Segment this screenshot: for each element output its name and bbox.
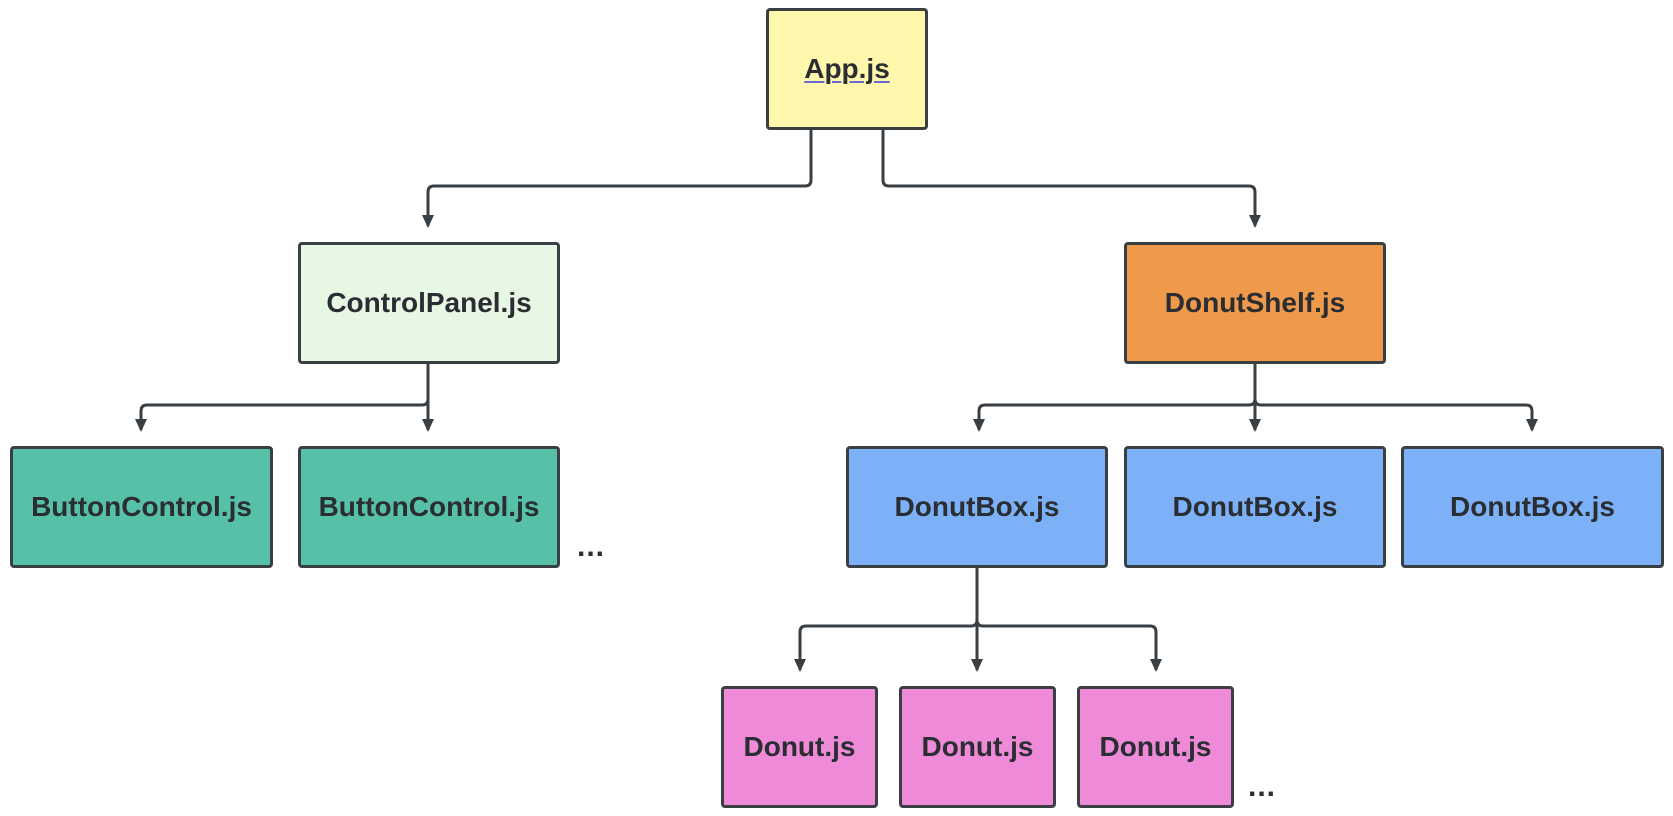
connector-donut-shelf-to-box-3 <box>1253 364 1538 432</box>
donut-node-label: Donut.js <box>921 731 1034 762</box>
donut-node: Donut.js <box>1077 686 1234 808</box>
donut-node-label: Donut.js <box>1099 731 1212 762</box>
connector-donut-shelf-to-box-1 <box>973 364 1257 432</box>
donut-box-node: DonutBox.js <box>1124 446 1386 568</box>
donut-box-node-label: DonutBox.js <box>894 491 1060 522</box>
app-node-label: App.js <box>804 53 890 84</box>
more-donuts-ellipsis: ... <box>1248 770 1277 803</box>
app-node: App.js <box>766 8 928 130</box>
connector-donut-box-to-donut-3 <box>975 568 1162 672</box>
button-control-node-label: ButtonControl.js <box>31 491 252 522</box>
donut-node: Donut.js <box>721 686 878 808</box>
connector-donut-box-to-donut-1 <box>794 568 979 672</box>
donut-box-node-label: DonutBox.js <box>1450 491 1615 522</box>
control-panel-node-label: ControlPanel.js <box>326 287 532 318</box>
connector-control-panel-to-button-1 <box>135 364 430 432</box>
donut-box-node: DonutBox.js <box>1401 446 1664 568</box>
button-control-node-label: ButtonControl.js <box>318 491 540 522</box>
donut-shelf-node: DonutShelf.js <box>1124 242 1386 364</box>
donut-box-node-label: DonutBox.js <box>1172 491 1338 522</box>
donut-box-node: DonutBox.js <box>846 446 1108 568</box>
donut-node: Donut.js <box>899 686 1056 808</box>
button-control-node: ButtonControl.js <box>298 446 560 568</box>
more-button-controls-ellipsis: ... <box>577 530 606 563</box>
connector-app-to-control-panel <box>422 130 813 228</box>
connector-app-to-donut-shelf <box>881 130 1261 228</box>
donut-shelf-node-label: DonutShelf.js <box>1164 287 1346 318</box>
control-panel-node: ControlPanel.js <box>298 242 560 364</box>
button-control-node: ButtonControl.js <box>10 446 273 568</box>
donut-node-label: Donut.js <box>743 731 856 762</box>
